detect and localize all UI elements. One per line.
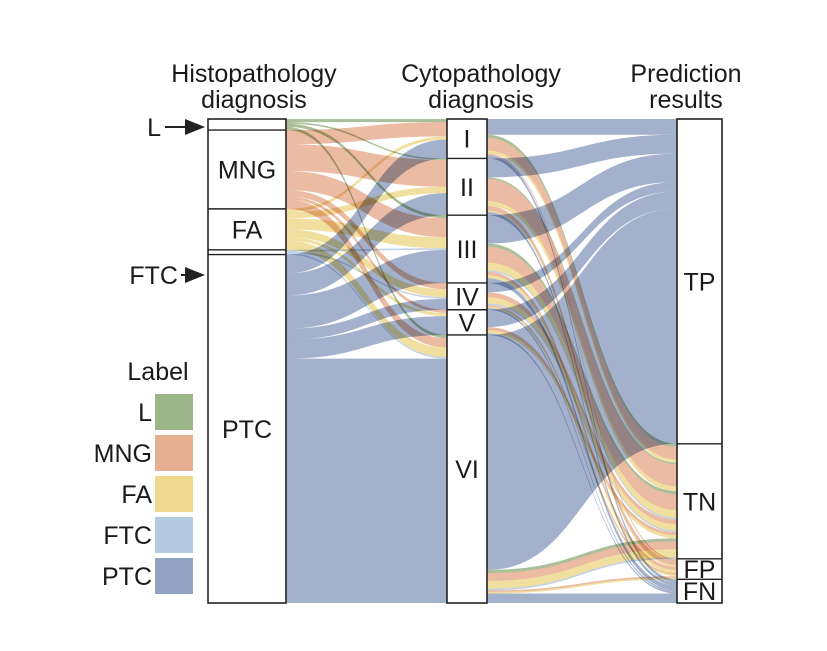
legend-label-FA: FA <box>121 481 152 509</box>
side-label-FTC: FTC <box>129 262 178 290</box>
legend-label-PTC: PTC <box>102 563 152 591</box>
legend-swatch-FTC <box>155 517 193 553</box>
flow-FA-to-II <box>286 186 447 219</box>
side-arrow-L: L <box>147 114 205 142</box>
flow-IV-FA-to-FP <box>487 306 677 577</box>
flow-II-L-to-TN <box>487 177 677 465</box>
legend: Label L MNG FA FTC PTC <box>94 358 193 594</box>
flow-III-FTC-to-TN <box>487 270 677 520</box>
node-label-TN: TN <box>683 488 716 516</box>
flow-I-PTC-to-TP <box>487 119 677 135</box>
legend-swatch-L <box>155 394 193 430</box>
flow-III-MNG-to-FP <box>487 271 677 570</box>
histo-header-line2: diagnosis <box>201 86 307 114</box>
flow-MNG-to-II <box>286 144 447 187</box>
legend-swatch-FA <box>155 476 193 512</box>
nodes-histo-frame <box>207 118 287 604</box>
node-label-PTC: PTC <box>222 416 272 444</box>
flow-MNG-to-I <box>286 122 447 145</box>
flow-MNG-to-VI <box>286 199 447 348</box>
flow-IV-PTC-to-TP <box>487 182 677 293</box>
flow-VI-PTC-to-FN <box>487 593 677 603</box>
flow-L-to-I <box>286 119 447 123</box>
flow-VI-FA-to-FP <box>487 577 677 594</box>
flow-III-FA-to-FP <box>487 275 677 574</box>
flow-VI-FA-to-TN <box>487 549 677 589</box>
node-label-V: V <box>459 309 476 337</box>
flow-FA-to-VI <box>286 240 447 358</box>
legend-label-FTC: FTC <box>103 522 152 550</box>
pred-header-line2: results <box>649 86 723 114</box>
flow-VI-L-to-TN <box>487 538 677 574</box>
flow-III-L-to-TN <box>487 243 677 495</box>
flow-IV-MNG-to-FP <box>487 305 677 575</box>
flow-II-FA-to-TN <box>487 200 677 492</box>
cyto-header-line1: Cytopathology <box>401 60 561 88</box>
nodes-pred-frame <box>676 118 723 604</box>
cyto-header-line2: diagnosis <box>428 86 534 114</box>
flow-II-PTC-to-TP <box>487 134 677 178</box>
histo-header-line1: Histopathology <box>171 60 337 88</box>
flow-III-MNG-to-TN <box>487 246 677 510</box>
flow-FA-to-IV <box>286 229 447 298</box>
flow-FA-to-V <box>286 237 447 317</box>
node-label-VI: VI <box>455 456 479 484</box>
column-headers: Histopathology diagnosis Cytopathology d… <box>171 60 741 114</box>
flow-IV-FTC-to-TN <box>487 303 677 533</box>
flow-V-MNG-to-TN <box>487 327 677 536</box>
node-label-TP: TP <box>684 268 716 296</box>
histo-node-column: MNG FA PTC <box>207 118 287 604</box>
pred-header-line1: Prediction <box>630 60 741 88</box>
legend-swatch-PTC <box>155 558 193 594</box>
flow-PTC-to-IV <box>286 298 447 340</box>
node-label-III: III <box>457 236 478 264</box>
flow-IV-MNG-to-TN <box>487 292 677 525</box>
flow-VI-MNG-to-TN <box>487 541 677 581</box>
flows-cyto-to-pred <box>487 119 677 603</box>
flow-II-MNG-to-TN <box>487 178 677 487</box>
flow-V-PTC-to-TP <box>487 191 677 328</box>
flow-VI-FTC-to-TN <box>487 557 677 591</box>
flow-FTC-to-III <box>286 248 447 252</box>
legend-label-MNG: MNG <box>94 440 152 468</box>
legend-title: Label <box>127 358 188 386</box>
flow-PTC-to-VI <box>286 358 447 603</box>
flow-L-to-II <box>286 122 447 160</box>
node-label-FN: FN <box>683 578 716 606</box>
flow-MNG-to-IV <box>286 189 447 290</box>
node-label-II: II <box>460 174 474 202</box>
flow-I-FA-to-TN <box>487 150 677 463</box>
legend-label-L: L <box>138 399 152 427</box>
side-label-L: L <box>147 114 161 142</box>
node-label-FA: FA <box>232 216 263 244</box>
node-label-IV: IV <box>455 283 479 311</box>
flow-I-L-to-TN <box>487 134 677 447</box>
legend-swatch-MNG <box>155 435 193 471</box>
nodes-cyto-frame <box>446 118 488 604</box>
flow-VI-MNG-to-FP <box>487 576 677 592</box>
flow-I-MNG-to-TN <box>487 137 677 460</box>
flow-FA-to-I <box>286 136 447 213</box>
flow-PTC-to-III <box>286 249 447 329</box>
side-arrow-FTC: FTC <box>129 262 205 290</box>
flow-FA-to-III <box>286 218 447 249</box>
flow-III-FA-to-TN <box>487 262 677 518</box>
flow-FTC-to-IV <box>286 251 447 299</box>
flow-IV-FA-to-TN <box>487 297 677 531</box>
flow-V-FA-to-TN <box>487 330 677 539</box>
flow-FTC-to-VI <box>286 253 447 359</box>
node-label-MNG: MNG <box>218 156 276 184</box>
flows-histo-to-cyto <box>286 119 447 603</box>
node-label-I: I <box>464 126 471 154</box>
flow-I-MNG-to-FP <box>487 153 677 561</box>
flow-MNG-to-V <box>286 196 447 313</box>
